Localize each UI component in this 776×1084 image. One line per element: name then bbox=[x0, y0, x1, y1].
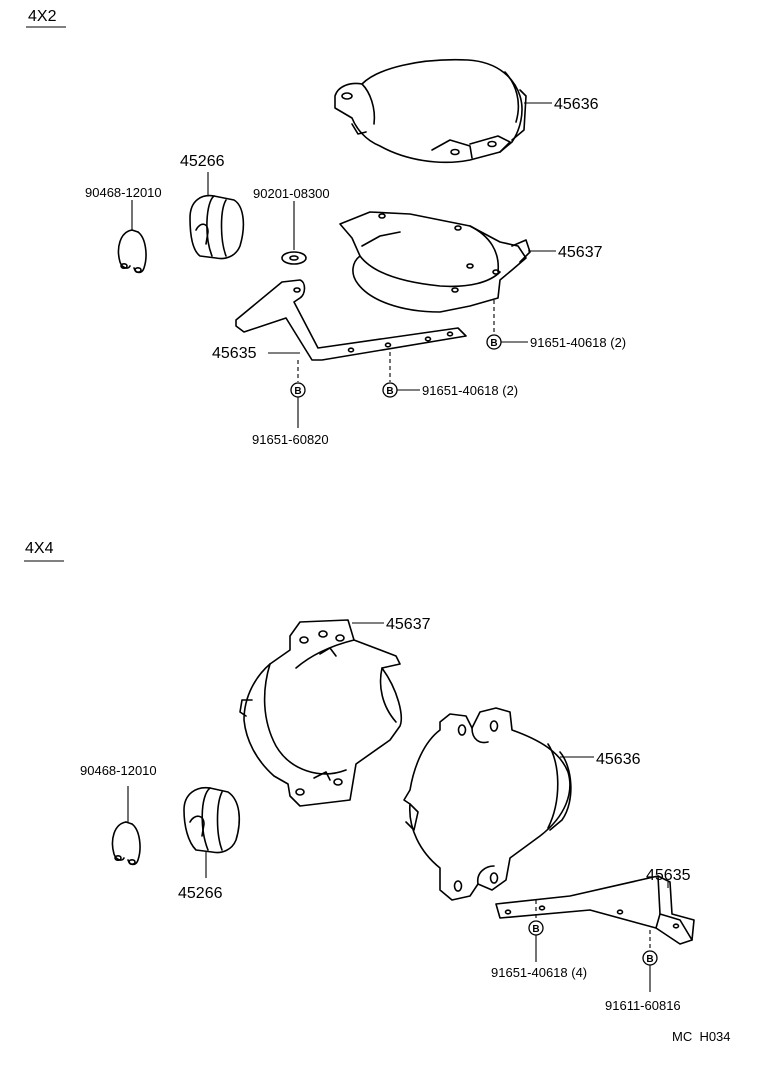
label-45637-4x2: 45637 bbox=[558, 244, 603, 261]
label-45636-4x2: 45636 bbox=[554, 96, 599, 113]
label-bolt-right-4x4: 91611-60816 bbox=[605, 998, 681, 1013]
bracket-4x2-drawing bbox=[235, 279, 467, 361]
label-45636-4x4: 45636 bbox=[596, 751, 641, 768]
washer-4x2-drawing bbox=[281, 251, 307, 265]
bolt-badge-letter-right-4x4: B bbox=[646, 954, 653, 965]
diagram-code: MC H034 bbox=[672, 1029, 731, 1044]
label-45637-4x4: 45637 bbox=[386, 616, 431, 633]
washer-hole-4x2 bbox=[289, 255, 299, 261]
bracket-4x4-drawing bbox=[495, 875, 695, 945]
label-45266-4x4: 45266 bbox=[178, 885, 223, 902]
label-90468-12010-4x4: 90468-12010 bbox=[80, 763, 157, 778]
upper-cover-4x2-drawing bbox=[334, 58, 527, 164]
bolt-badge-letter-middle-4x2: B bbox=[386, 386, 393, 397]
label-90468-12010-4x2: 90468-12010 bbox=[85, 185, 162, 200]
lower-cover-4x2-drawing bbox=[339, 211, 531, 313]
section-label-4x2: 4X2 bbox=[28, 8, 57, 25]
upper-cover-4x4-drawing bbox=[403, 707, 572, 901]
label-bolt-middle-4x2: 91651-40618 (2) bbox=[422, 383, 518, 398]
label-bolt-left-4x4: 91651-40618 (4) bbox=[491, 965, 587, 980]
label-bolt-right-4x2: 91651-40618 (2) bbox=[530, 335, 626, 350]
bolt-badge-letter-bracket-4x2: B bbox=[294, 386, 301, 397]
label-bolt-bracket-4x2: 91651-60820 bbox=[252, 432, 329, 447]
label-90201-08300-4x2: 90201-08300 bbox=[253, 186, 330, 201]
section-label-4x4: 4X4 bbox=[25, 540, 54, 557]
clamp-4x2-drawing bbox=[117, 229, 147, 274]
boot-4x2-drawing bbox=[189, 194, 245, 260]
bolt-badge-letter-right-4x2: B bbox=[490, 338, 497, 349]
label-45266-4x2: 45266 bbox=[180, 153, 225, 170]
bolt-badge-letter-left-4x4: B bbox=[532, 924, 539, 935]
lower-cover-4x4-drawing bbox=[239, 619, 402, 807]
label-45635-4x2: 45635 bbox=[212, 345, 257, 362]
label-45635-4x4: 45635 bbox=[646, 867, 691, 884]
boot-4x4-drawing bbox=[183, 786, 241, 854]
clamp-4x4-drawing bbox=[111, 821, 141, 866]
